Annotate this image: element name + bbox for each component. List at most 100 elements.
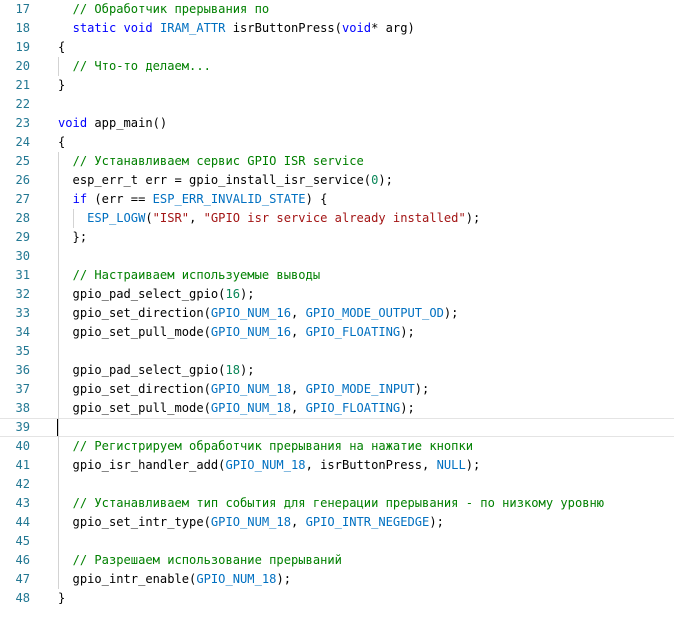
code-line[interactable]: 40 // Регистрируем обработчик прерывания… bbox=[0, 437, 674, 456]
code-token: ); bbox=[465, 458, 481, 472]
code-token: // Что-то делаем... bbox=[72, 59, 211, 73]
code-token: ); bbox=[240, 287, 255, 301]
code-line[interactable]: 27 if (err == ESP_ERR_INVALID_STATE) { bbox=[0, 190, 674, 209]
code-token: gpio_pad_select_gpio( bbox=[58, 287, 226, 301]
code-token bbox=[153, 21, 160, 35]
code-text: static void IRAM_ATTR isrButtonPress(voi… bbox=[58, 19, 415, 38]
code-token: void bbox=[341, 21, 372, 35]
code-token: , bbox=[291, 325, 306, 339]
line-number: 18 bbox=[15, 21, 30, 35]
code-text: // Устанавливаем сервис GPIO ISR service bbox=[58, 152, 364, 171]
code-token: void bbox=[58, 116, 88, 130]
code-token: ESP_ERR_INVALID_STATE bbox=[152, 192, 306, 206]
code-line[interactable]: 43 // Устанавливаем тип события для гене… bbox=[0, 494, 674, 513]
code-line[interactable]: 37 gpio_set_direction(GPIO_NUM_18, GPIO_… bbox=[0, 380, 674, 399]
line-number: 40 bbox=[15, 439, 30, 453]
code-text: if (err == ESP_ERR_INVALID_STATE) { bbox=[58, 190, 328, 209]
code-token: 0 bbox=[371, 173, 379, 187]
code-text: gpio_set_pull_mode(GPIO_NUM_16, GPIO_FLO… bbox=[58, 323, 415, 342]
code-token: IRAM_ATTR bbox=[159, 21, 226, 35]
line-number: 25 bbox=[15, 154, 30, 168]
code-line[interactable]: 17 // Обработчик прерывания по bbox=[0, 0, 674, 19]
code-token: // Разрешаем использование прерываний bbox=[72, 553, 342, 567]
code-text: // Устанавливаем тип события для генерац… bbox=[58, 494, 605, 513]
code-line[interactable]: 45 bbox=[0, 532, 674, 551]
code-line[interactable]: 30 bbox=[0, 247, 674, 266]
code-line[interactable]: 48} bbox=[0, 589, 674, 608]
code-line[interactable]: 21} bbox=[0, 76, 674, 95]
code-token: app_main() bbox=[87, 116, 168, 130]
code-text: // Настраиваем используемые выводы bbox=[58, 266, 321, 285]
code-token: gpio_set_direction( bbox=[58, 306, 211, 320]
code-line[interactable]: 34 gpio_set_pull_mode(GPIO_NUM_16, GPIO_… bbox=[0, 323, 674, 342]
code-line[interactable]: 39 bbox=[0, 418, 674, 437]
code-line[interactable]: 31 // Настраиваем используемые выводы bbox=[0, 266, 674, 285]
code-token: "GPIO isr service already installed" bbox=[203, 211, 466, 225]
code-token: GPIO_NUM_18 bbox=[210, 401, 291, 415]
code-line[interactable]: 38 gpio_set_pull_mode(GPIO_NUM_18, GPIO_… bbox=[0, 399, 674, 418]
line-number: 29 bbox=[15, 230, 30, 244]
code-line[interactable]: 35 bbox=[0, 342, 674, 361]
code-line[interactable]: 42 bbox=[0, 475, 674, 494]
code-line[interactable]: 26 esp_err_t err = gpio_install_isr_serv… bbox=[0, 171, 674, 190]
code-line[interactable]: 46 // Разрешаем использование прерываний bbox=[0, 551, 674, 570]
line-number: 36 bbox=[15, 363, 30, 377]
code-text: } bbox=[58, 76, 65, 95]
code-token: // Устанавливаем тип события для генерац… bbox=[72, 496, 605, 510]
code-token: ); bbox=[443, 306, 459, 320]
code-line[interactable]: 22 bbox=[0, 95, 674, 114]
code-line[interactable]: 29 }; bbox=[0, 228, 674, 247]
code-token: , isrButtonPress, bbox=[305, 458, 437, 472]
code-token: , bbox=[189, 211, 204, 225]
line-number: 27 bbox=[15, 192, 30, 206]
code-line[interactable]: 18 static void IRAM_ATTR isrButtonPress(… bbox=[0, 19, 674, 38]
code-token bbox=[58, 21, 73, 35]
code-line[interactable]: 32 gpio_pad_select_gpio(16); bbox=[0, 285, 674, 304]
code-line[interactable]: 24{ bbox=[0, 133, 674, 152]
code-line[interactable]: 20 // Что-то делаем... bbox=[0, 57, 674, 76]
code-token bbox=[58, 496, 73, 510]
line-number: 24 bbox=[15, 135, 30, 149]
indent-guide bbox=[58, 152, 59, 589]
code-token: GPIO_FLOATING bbox=[305, 401, 401, 415]
code-token: gpio_set_pull_mode( bbox=[58, 325, 211, 339]
code-line[interactable]: 28 ESP_LOGW("ISR", "GPIO isr service alr… bbox=[0, 209, 674, 228]
code-line[interactable]: 41 gpio_isr_handler_add(GPIO_NUM_18, isr… bbox=[0, 456, 674, 475]
line-number: 21 bbox=[15, 78, 30, 92]
code-token: "ISR" bbox=[152, 211, 190, 225]
code-token: GPIO_MODE_OUTPUT_OD bbox=[305, 306, 444, 320]
line-number: 23 bbox=[15, 116, 30, 130]
code-line[interactable]: 47 gpio_intr_enable(GPIO_NUM_18); bbox=[0, 570, 674, 589]
code-text: // Регистрируем обработчик прерывания на… bbox=[58, 437, 473, 456]
text-cursor bbox=[57, 419, 58, 436]
code-line[interactable]: 23 void app_main() bbox=[0, 114, 674, 133]
code-token bbox=[116, 21, 123, 35]
code-token: NULL bbox=[436, 458, 466, 472]
indent-guide bbox=[58, 57, 59, 76]
line-number: 48 bbox=[15, 591, 30, 605]
code-token: if bbox=[72, 192, 88, 206]
code-token: static bbox=[72, 21, 117, 35]
code-text: }; bbox=[58, 228, 88, 247]
code-token: gpio_set_intr_type( bbox=[58, 515, 211, 529]
code-token: esp_err_t err = gpio_install_isr_service… bbox=[58, 173, 372, 187]
code-token bbox=[58, 268, 73, 282]
code-token: isrButtonPress( bbox=[225, 21, 342, 35]
code-line[interactable]: 44 gpio_set_intr_type(GPIO_NUM_18, GPIO_… bbox=[0, 513, 674, 532]
code-line[interactable]: 36 gpio_pad_select_gpio(18); bbox=[0, 361, 674, 380]
line-number: 44 bbox=[15, 515, 30, 529]
code-text: gpio_set_direction(GPIO_NUM_16, GPIO_MOD… bbox=[58, 304, 459, 323]
code-text: gpio_isr_handler_add(GPIO_NUM_18, isrBut… bbox=[58, 456, 481, 475]
code-token: void bbox=[123, 21, 153, 35]
code-line[interactable]: 19{ bbox=[0, 38, 674, 57]
line-number: 17 bbox=[15, 2, 30, 16]
line-number: 46 bbox=[15, 553, 30, 567]
code-line[interactable]: 33 gpio_set_direction(GPIO_NUM_16, GPIO_… bbox=[0, 304, 674, 323]
code-token: , bbox=[291, 382, 306, 396]
code-token: ); bbox=[414, 382, 430, 396]
code-token: ( bbox=[145, 211, 153, 225]
code-line[interactable]: 25 // Устанавливаем сервис GPIO ISR serv… bbox=[0, 152, 674, 171]
code-text: gpio_set_pull_mode(GPIO_NUM_18, GPIO_FLO… bbox=[58, 399, 415, 418]
code-token: ); bbox=[400, 325, 415, 339]
